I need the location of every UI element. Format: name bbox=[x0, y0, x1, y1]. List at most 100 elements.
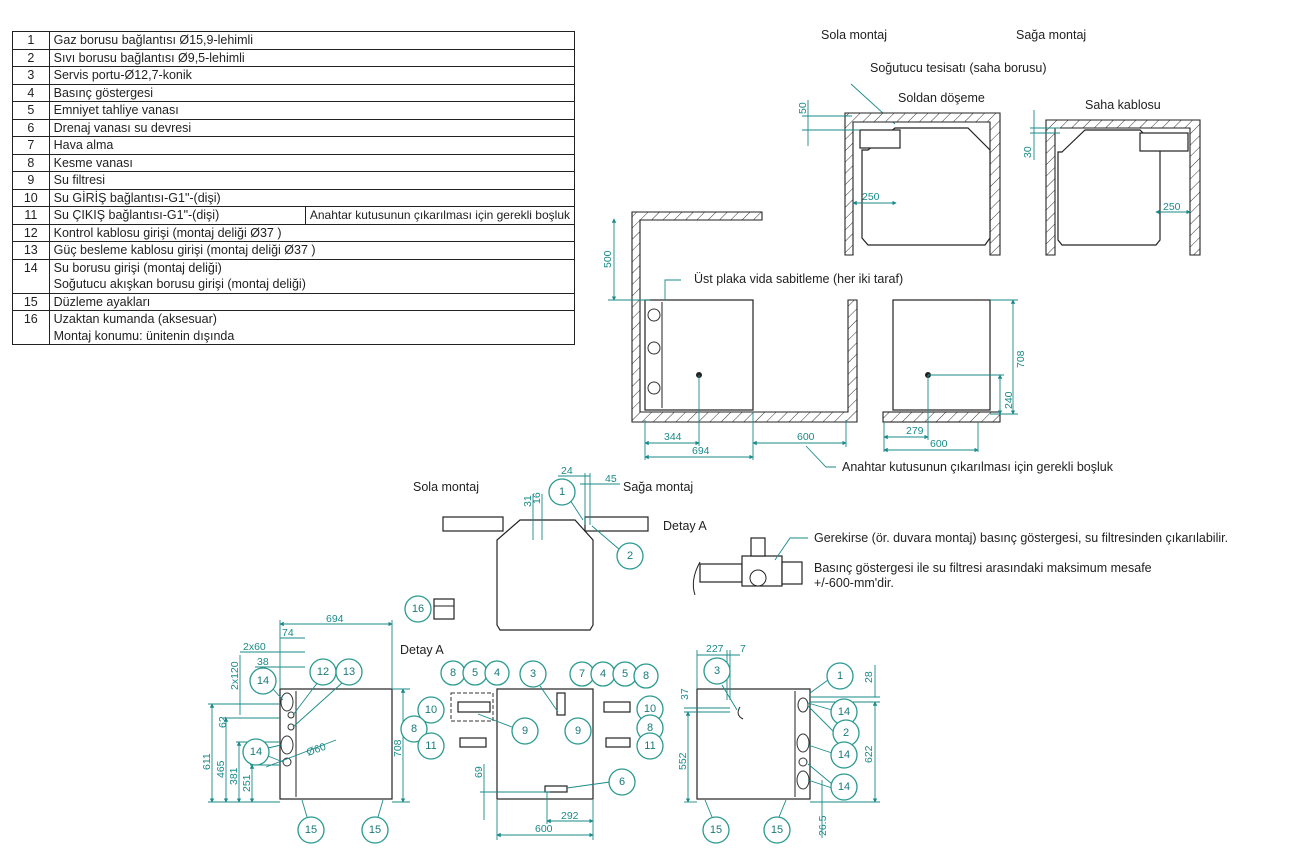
callout-9: 9 bbox=[575, 725, 581, 737]
legend-text-line: Hava alma bbox=[53, 138, 114, 152]
label-sogutucu-tesisati: Soğutucu tesisatı (saha borusu) bbox=[870, 61, 1047, 75]
dim-708-side: 708 bbox=[1015, 350, 1027, 368]
callout-4: 4 bbox=[600, 668, 606, 680]
callout-11: 11 bbox=[425, 740, 436, 752]
dim-250-left: 250 bbox=[862, 191, 880, 203]
dim-16: 16 bbox=[531, 492, 543, 504]
label-saga-montaj: Sağa montaj bbox=[1016, 28, 1086, 42]
detail-a-note-2b: +/-600-mm'dir. bbox=[814, 576, 894, 590]
dim-250-right: 250 bbox=[1163, 201, 1181, 213]
legend-text-line: Soğutucu akışkan borusu girişi (montaj d… bbox=[53, 277, 306, 291]
callout-4: 4 bbox=[494, 667, 500, 679]
callout-3: 3 bbox=[714, 665, 720, 677]
legend-text: Su GİRİŞ bağlantısı-G1"-(dişi) bbox=[48, 188, 576, 207]
label-bottom-detay-a: Detay A bbox=[400, 643, 444, 657]
dim-30: 30 bbox=[1022, 146, 1034, 158]
callout-9: 9 bbox=[522, 725, 528, 737]
label-plan-sola-montaj: Sola montaj bbox=[413, 480, 479, 494]
label-plan-detay-a: Detay A bbox=[663, 519, 707, 533]
callout-8: 8 bbox=[647, 722, 653, 734]
dim-7: 7 bbox=[740, 643, 746, 655]
legend-text-line: Emniyet tahliye vanası bbox=[53, 103, 179, 117]
callout-14: 14 bbox=[838, 706, 850, 718]
dim-37: 37 bbox=[679, 688, 691, 700]
bottom-right-view: 227 7 37 552 28 622 26.5 3 1 14 2 14 14 … bbox=[677, 643, 880, 844]
legend-text: Emniyet tahliye vanası bbox=[48, 101, 576, 120]
detail-a-note-1: Gerekirse (ör. duvara montaj) basınç gös… bbox=[814, 531, 1228, 545]
label-soldan-doseme: Soldan döşeme bbox=[898, 91, 985, 105]
top-view-left-mount: Sola montaj Soğutucu tesisatı (saha boru… bbox=[797, 28, 1047, 256]
callout-8: 8 bbox=[643, 670, 649, 682]
dim-38: 38 bbox=[257, 656, 269, 668]
callout-16: 16 bbox=[412, 603, 424, 615]
dim-465: 465 bbox=[215, 760, 227, 778]
legend-number: 13 bbox=[12, 241, 50, 260]
label-ust-plaka: Üst plaka vida sabitleme (her iki taraf) bbox=[694, 272, 903, 286]
label-saha-kablosu: Saha kablosu bbox=[1085, 98, 1161, 112]
legend-text-line: Su borusu girişi (montaj deliği) bbox=[53, 260, 222, 275]
callout-8: 8 bbox=[411, 723, 417, 735]
legend-text-line: Drenaj vanası su devresi bbox=[53, 120, 192, 135]
label-sola-montaj: Sola montaj bbox=[821, 28, 887, 42]
legend-text: Güç besleme kablosu girişi (montaj deliğ… bbox=[48, 241, 576, 260]
legend-text-line: Su ÇIKIŞ bağlantısı-G1"-(dişi) bbox=[53, 208, 220, 222]
legend-text-line: Uzaktan kumanda (aksesuar) bbox=[53, 312, 217, 326]
dim-500: 500 bbox=[602, 250, 614, 268]
legend-text-line: Kontrol kablosu girişi (montaj deliği Ø3… bbox=[53, 225, 282, 240]
callout-15: 15 bbox=[369, 824, 381, 836]
dim-28: 28 bbox=[863, 671, 875, 683]
legend-text-line: Sıvı borusu bağlantısı Ø9,5-lehimli bbox=[53, 50, 245, 65]
side-clearance-view: 708 240 279 600 bbox=[882, 299, 1027, 453]
bottom-left-view: 694 74 2x60 38 2x120 62 611 465 381 251 … bbox=[201, 613, 410, 844]
dim-381: 381 bbox=[228, 767, 240, 785]
dim-62: 62 bbox=[217, 716, 229, 728]
callout-3: 3 bbox=[530, 668, 536, 680]
detail-a-note-2a: Basınç göstergesi ile su filtresi arasın… bbox=[814, 561, 1152, 575]
callout-14: 14 bbox=[838, 781, 850, 793]
callout-15: 15 bbox=[710, 824, 722, 836]
callout-6: 6 bbox=[619, 776, 625, 788]
legend-text: Su borusu girişi (montaj deliği) Soğutucu… bbox=[48, 258, 576, 294]
legend-text-line: Su filtresi bbox=[53, 173, 106, 187]
dim-26-5: 26.5 bbox=[817, 815, 829, 836]
dim-600-bottom: 600 bbox=[535, 823, 553, 835]
remote-controller-icon bbox=[433, 598, 455, 620]
plan-view: Sola montaj Sağa montaj Detay A 31 16 24… bbox=[404, 465, 707, 631]
legend-text-line: Kesme vanası bbox=[53, 155, 133, 170]
legend-side-note: Anahtar kutusunun çıkarılması için gerek… bbox=[304, 206, 576, 225]
callout-1: 1 bbox=[559, 486, 565, 498]
dim-2x60: 2x60 bbox=[243, 641, 266, 653]
legend-text-line: Basınç göstergesi bbox=[53, 85, 153, 100]
dim-45: 45 bbox=[605, 473, 617, 485]
dim-251: 251 bbox=[241, 774, 253, 792]
callout-7: 7 bbox=[579, 668, 585, 680]
legend-text-line: Gaz borusu bağlantısı Ø15,9-lehimli bbox=[53, 33, 254, 47]
callout-11: 11 bbox=[644, 740, 655, 752]
dim-24: 24 bbox=[561, 465, 573, 477]
callout-8: 8 bbox=[450, 667, 456, 679]
dim-69: 69 bbox=[473, 766, 485, 778]
front-clearance-view: 500 Üst plaka vida sabitleme (her iki ta… bbox=[602, 211, 1114, 474]
legend-text: Drenaj vanası su devresi bbox=[48, 118, 576, 137]
dim-611: 611 bbox=[201, 753, 213, 770]
dim-600-side: 600 bbox=[930, 438, 948, 450]
dim-344: 344 bbox=[664, 431, 682, 443]
legend-text-line: Düzleme ayakları bbox=[53, 294, 151, 309]
dim-240: 240 bbox=[1003, 391, 1015, 409]
callout-5: 5 bbox=[472, 667, 478, 679]
dim-694-bottom: 694 bbox=[326, 613, 344, 625]
dim-622: 622 bbox=[863, 745, 875, 763]
callout-14: 14 bbox=[250, 746, 262, 758]
callout-13: 13 bbox=[343, 666, 355, 678]
callout-14: 14 bbox=[257, 675, 269, 687]
dim-292: 292 bbox=[561, 810, 579, 822]
callout-2: 2 bbox=[843, 727, 849, 739]
